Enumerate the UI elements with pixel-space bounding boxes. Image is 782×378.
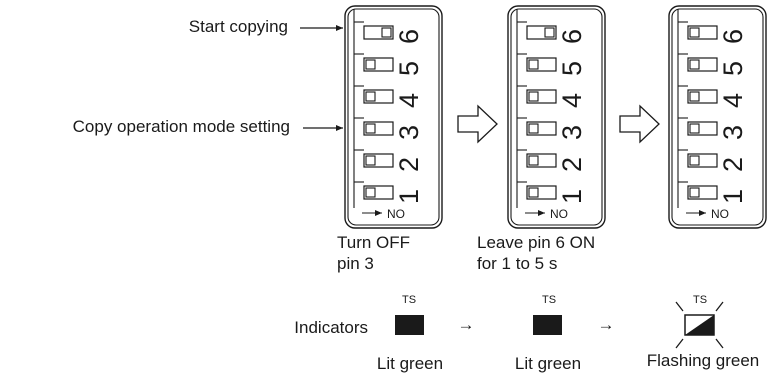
switch-panel-2: 6 5 4 3 2 1NO: [507, 5, 606, 229]
switch-knob: [365, 187, 376, 198]
switch-pin-4: 4: [517, 85, 587, 108]
on-label: NO: [711, 207, 729, 221]
pin-number-5: 5: [394, 61, 424, 76]
switch-knob: [544, 27, 555, 38]
switch-panel-1: 6 5 4 3 2 1NO: [344, 5, 443, 229]
pin-number-1: 1: [557, 189, 587, 204]
indicator-arrow-1: →: [458, 315, 475, 334]
switch-pin-3: 3: [354, 117, 424, 140]
switch-knob: [689, 155, 700, 166]
flashing-rays: [675, 301, 724, 349]
switch-knob: [528, 59, 539, 70]
switch-pin-2: 2: [354, 149, 424, 172]
indicator-2-ts-label: TS: [542, 294, 556, 306]
indicator-3: TS Flashing green: [647, 294, 759, 370]
switch-pin-5: 5: [354, 53, 424, 76]
pin-number-1: 1: [394, 189, 424, 204]
switch-panel-3: 6 5 4 3 2 1NO: [668, 5, 767, 229]
switch-knob: [689, 91, 700, 102]
indicator-2-label: Lit green: [515, 354, 581, 373]
indicator-arrow-2: →: [598, 315, 615, 334]
panel-inner-border: [347, 8, 440, 226]
switch-knob: [381, 27, 392, 38]
on-label: NO: [550, 207, 568, 221]
step-2-caption-line2: for 1 to 5 s: [477, 254, 557, 273]
step-1-caption-line1: Turn OFF: [337, 233, 410, 252]
indicators-label: Indicators: [294, 318, 368, 337]
step-1-caption-line2: pin 3: [337, 254, 374, 273]
pin-number-6: 6: [394, 29, 424, 44]
switch-pin-2: 2: [517, 149, 587, 172]
switch-knob: [528, 123, 539, 134]
pin-number-6: 6: [718, 29, 748, 44]
pin-number-4: 4: [394, 93, 424, 108]
switch-panels: 6 5 4 3 2 1NO 6 5 4 3 2 1NO 6 5 4 3 2 1NO: [344, 5, 767, 229]
indicator-1-led: [395, 315, 424, 335]
switch-pin-6: 6: [354, 21, 424, 44]
indicator-3-label: Flashing green: [647, 351, 759, 370]
switch-pin-6: 6: [678, 21, 748, 44]
switch-knob: [365, 155, 376, 166]
indicator-3-led-half-fill: [685, 315, 714, 335]
switch-pin-5: 5: [678, 53, 748, 76]
step-arrow-1: [457, 104, 498, 144]
indicator-1-label: Lit green: [377, 354, 443, 373]
step-2-caption-line1: Leave pin 6 ON: [477, 233, 595, 252]
callout-copy-mode: Copy operation mode setting: [73, 117, 290, 136]
switch-pin-4: 4: [354, 85, 424, 108]
pin-number-6: 6: [557, 29, 587, 44]
switch-knob: [689, 27, 700, 38]
switch-pin-3: 3: [517, 117, 587, 140]
pin-number-3: 3: [718, 125, 748, 140]
pin-number-5: 5: [557, 61, 587, 76]
panel-inner-border: [671, 8, 764, 226]
switch-pin-1: 1: [517, 181, 587, 204]
switch-pin-3: 3: [678, 117, 748, 140]
switch-knob: [689, 59, 700, 70]
switch-knob: [528, 91, 539, 102]
switch-knob: [689, 123, 700, 134]
switch-knob: [365, 123, 376, 134]
pin-number-3: 3: [394, 125, 424, 140]
indicator-2-led: [533, 315, 562, 335]
switch-pin-4: 4: [678, 85, 748, 108]
callout-start-copying: Start copying: [189, 17, 288, 36]
switch-knob: [365, 59, 376, 70]
switch-pin-6: 6: [517, 21, 587, 44]
indicator-2: TS Lit green: [515, 294, 581, 373]
pin-number-3: 3: [557, 125, 587, 140]
pin-number-5: 5: [718, 61, 748, 76]
pin-number-4: 4: [557, 93, 587, 108]
step-arrow-2: [619, 104, 660, 144]
panel-inner-border: [510, 8, 603, 226]
switch-knob: [365, 91, 376, 102]
switch-pin-2: 2: [678, 149, 748, 172]
switch-knob: [528, 155, 539, 166]
on-label: NO: [387, 207, 405, 221]
pin-number-2: 2: [557, 157, 587, 172]
indicator-3-ts-label: TS: [693, 294, 707, 306]
pin-number-2: 2: [718, 157, 748, 172]
pin-number-1: 1: [718, 189, 748, 204]
pin-number-4: 4: [718, 93, 748, 108]
pin-number-2: 2: [394, 157, 424, 172]
indicator-1: TS Lit green: [377, 294, 443, 373]
indicator-1-ts-label: TS: [402, 294, 416, 306]
switch-knob: [528, 187, 539, 198]
switch-pin-1: 1: [354, 181, 424, 204]
switch-pin-5: 5: [517, 53, 587, 76]
switch-knob: [689, 187, 700, 198]
switch-pin-1: 1: [678, 181, 748, 204]
